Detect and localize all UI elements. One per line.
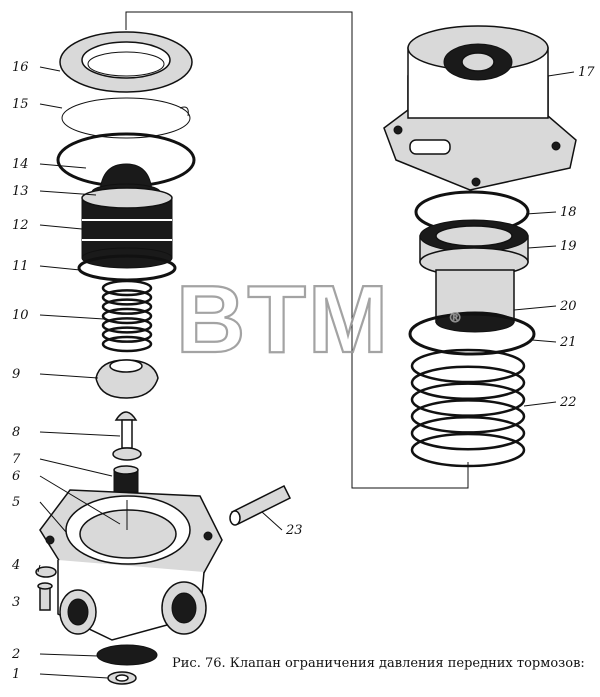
leader-line-22 [523,401,557,407]
part-23-pin [229,484,292,526]
leader-line-1 [39,673,109,679]
part-label-11: 11 [12,259,29,274]
part-4-washer [35,566,57,578]
part-22-spring [410,348,526,468]
leader-line-8 [39,431,121,437]
figure-caption: Рис. 76. Клапан ограничения давления пер… [172,656,585,671]
leader-line-14 [39,163,87,169]
part-label-19: 19 [560,239,577,254]
part-label-10: 10 [12,308,29,323]
part-label-21: 21 [559,335,577,350]
part-label-15: 15 [12,97,29,112]
assembly-connector-line [125,11,469,489]
part-label-16: 16 [12,60,29,75]
part-3-bolt [37,582,53,611]
part-16-ring-plate [59,31,193,93]
leader-line-18 [525,211,557,215]
part-19-ring-nut [419,219,529,277]
leader-line-2 [39,653,99,657]
part-15-snap-ring [61,97,191,139]
leader-line-11 [39,265,81,271]
part-10-spring [101,279,153,353]
part-8-valve-stem [112,411,142,461]
part-20-sleeve [435,269,515,333]
part-label-23: 23 [285,523,303,538]
part-label-22: 22 [559,395,577,410]
part-label-12: 12 [12,218,29,233]
leader-line-20 [513,305,557,311]
watermark: BTM ® [175,265,462,374]
leader-line-16 [39,66,61,72]
part-12-piston [81,187,173,269]
part-label-2: 2 [11,647,20,662]
part-label-3: 3 [12,595,20,610]
part-2-gasket [96,644,158,666]
leader-line-17 [547,71,575,77]
leader-line-10 [39,314,105,320]
part-7-sleeve [113,465,139,493]
part-21-ring [408,312,536,356]
leader-line-12 [39,224,83,230]
part-5-valve-body [39,489,223,641]
part-9-spring-seat [95,359,159,399]
part-17-housing [383,25,577,191]
leader-line-7 [39,458,113,477]
leader-line-21 [531,339,557,343]
leader-line-19 [527,245,557,249]
watermark-text: BTM [176,266,390,373]
part-1-plug [107,671,137,685]
leader-line-5 [39,501,67,533]
part-label-9: 9 [12,367,20,382]
part-label-20: 20 [559,299,577,314]
part-label-17: 17 [578,65,595,80]
leader-line-6 [39,475,121,525]
part-label-6: 6 [12,469,20,484]
leader-line-13 [39,190,97,196]
part-label-7: 7 [12,452,21,467]
part-label-5: 5 [12,495,20,510]
watermark-registered-mark: ® [450,309,461,325]
part-label-18: 18 [560,205,577,220]
leader-line-4 [37,564,41,573]
part-label-1: 1 [12,667,20,682]
leader-line-23 [261,511,283,531]
leader-line-9 [39,373,99,379]
part-label-13: 13 [12,184,29,199]
part-label-8: 8 [12,425,20,440]
part-label-4: 4 [11,558,20,573]
leader-line-15 [39,103,63,109]
part-label-14: 14 [12,157,29,172]
